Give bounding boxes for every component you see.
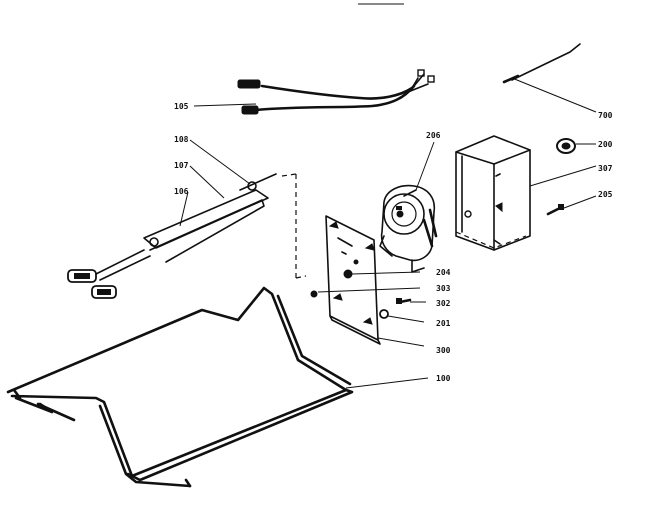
heater-assembly [67,173,277,299]
part-label-105: 105 [174,102,189,111]
motor-206 [379,184,438,273]
part-label-108: 108 [174,135,189,144]
wire-harness-105 [237,69,435,115]
part-label-201: 201 [436,319,451,328]
part-label-206: 206 [426,131,441,140]
part-label-106: 106 [174,187,189,196]
part-label-107: 107 [174,161,189,170]
part-label-100: 100 [436,374,451,383]
mounting-plate-300 [325,215,381,345]
part-label-307: 307 [598,164,613,173]
nut-204 [343,269,353,279]
leader-108 [189,139,251,185]
leader-206 [415,141,435,191]
housing-307 [455,135,531,251]
part-label-700: 700 [598,111,613,120]
leader-201 [387,315,425,323]
leader-100 [345,377,429,389]
sensor-rod-700 [502,43,581,84]
screw-303 [310,290,318,298]
leader-303 [317,287,421,293]
part-label-200: 200 [598,140,613,149]
part-label-302: 302 [436,299,451,308]
leader-700 [511,77,597,113]
leader-307 [529,165,597,187]
part-label-204: 204 [436,268,451,277]
screw-302 [396,298,412,304]
alignment-dash-left-top [281,173,297,177]
part-label-205: 205 [598,190,613,199]
washer-201 [379,309,389,319]
leader-105 [193,103,257,107]
heating-element-100 [6,286,354,488]
leader-107 [189,165,225,199]
leader-300 [377,337,425,347]
part-label-303: 303 [436,284,451,293]
leader-106 [179,191,189,227]
leader-204 [351,271,421,275]
alignment-dash-right [455,231,527,249]
alignment-dash-left-bottom [295,275,307,279]
screw-205 [546,204,564,216]
leader-205 [563,195,597,209]
part-label-300: 300 [436,346,451,355]
knob-200 [556,138,576,154]
